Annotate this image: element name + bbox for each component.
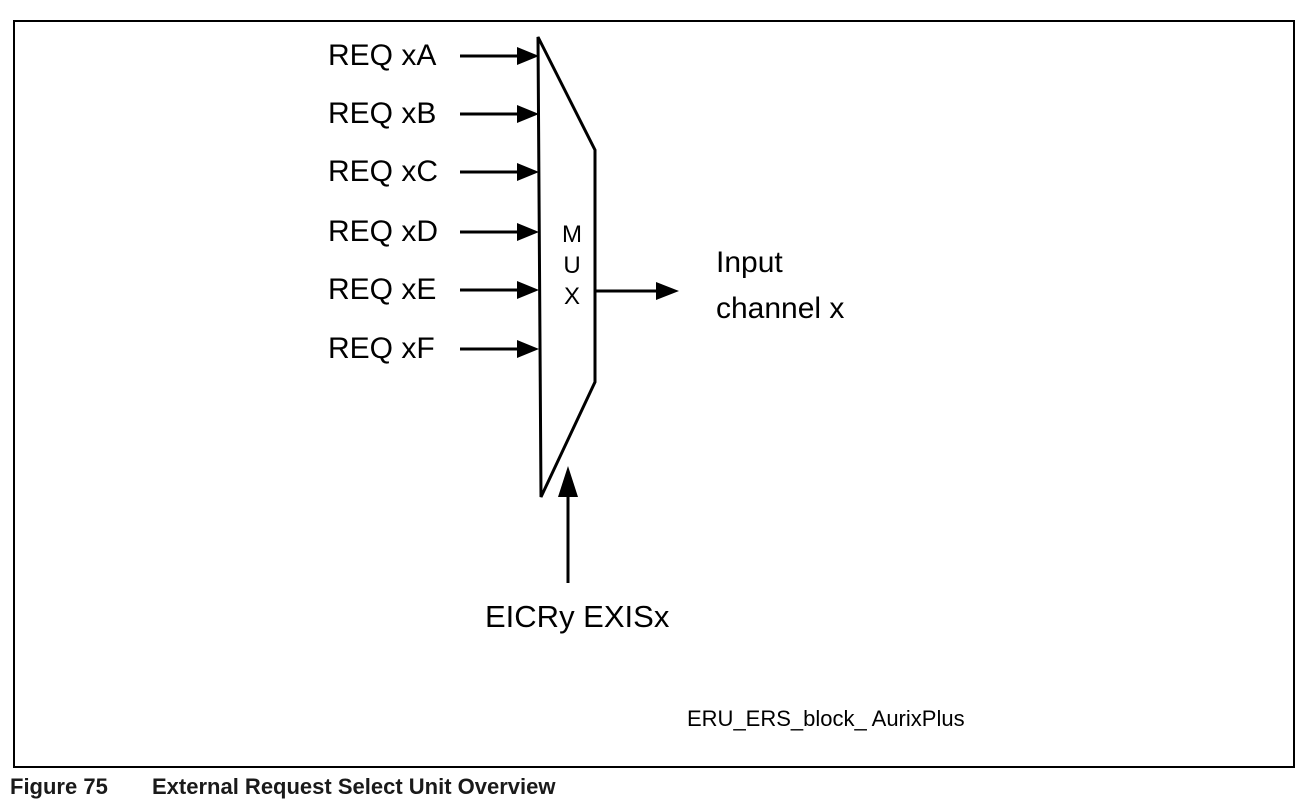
mux-label: M U X [562, 221, 582, 310]
figure-caption-number: Figure 75 [10, 774, 108, 799]
input-label-req-xa: REQ xA [328, 39, 437, 72]
select-arrow-head [558, 466, 578, 497]
input-label-req-xf: REQ xF [328, 332, 435, 365]
output-channel-label: Input channel x [716, 246, 845, 325]
input-label-req-xd: REQ xD [328, 215, 439, 248]
input-arrow-a-head [517, 47, 539, 65]
figure-caption-title: External Request Select Unit Overview [152, 774, 556, 799]
input-arrow-b-head [517, 105, 539, 123]
output-arrow-head [656, 282, 679, 300]
input-arrow-d-head [517, 223, 539, 241]
input-arrow-e-head [517, 281, 539, 299]
figure-border-frame [13, 20, 1295, 768]
input-arrow-c-head [517, 163, 539, 181]
input-label-req-xe: REQ xE [328, 273, 437, 306]
input-arrow-f-head [517, 340, 539, 358]
drawing-id-label: ERU_ERS_block_ AurixPlus [687, 706, 965, 731]
mux-trapezoid-shape [536, 36, 597, 498]
input-label-req-xc: REQ xC [328, 155, 439, 188]
input-label-req-xb: REQ xB [328, 97, 437, 130]
select-signal-label: EICRy EXISx [485, 599, 670, 634]
